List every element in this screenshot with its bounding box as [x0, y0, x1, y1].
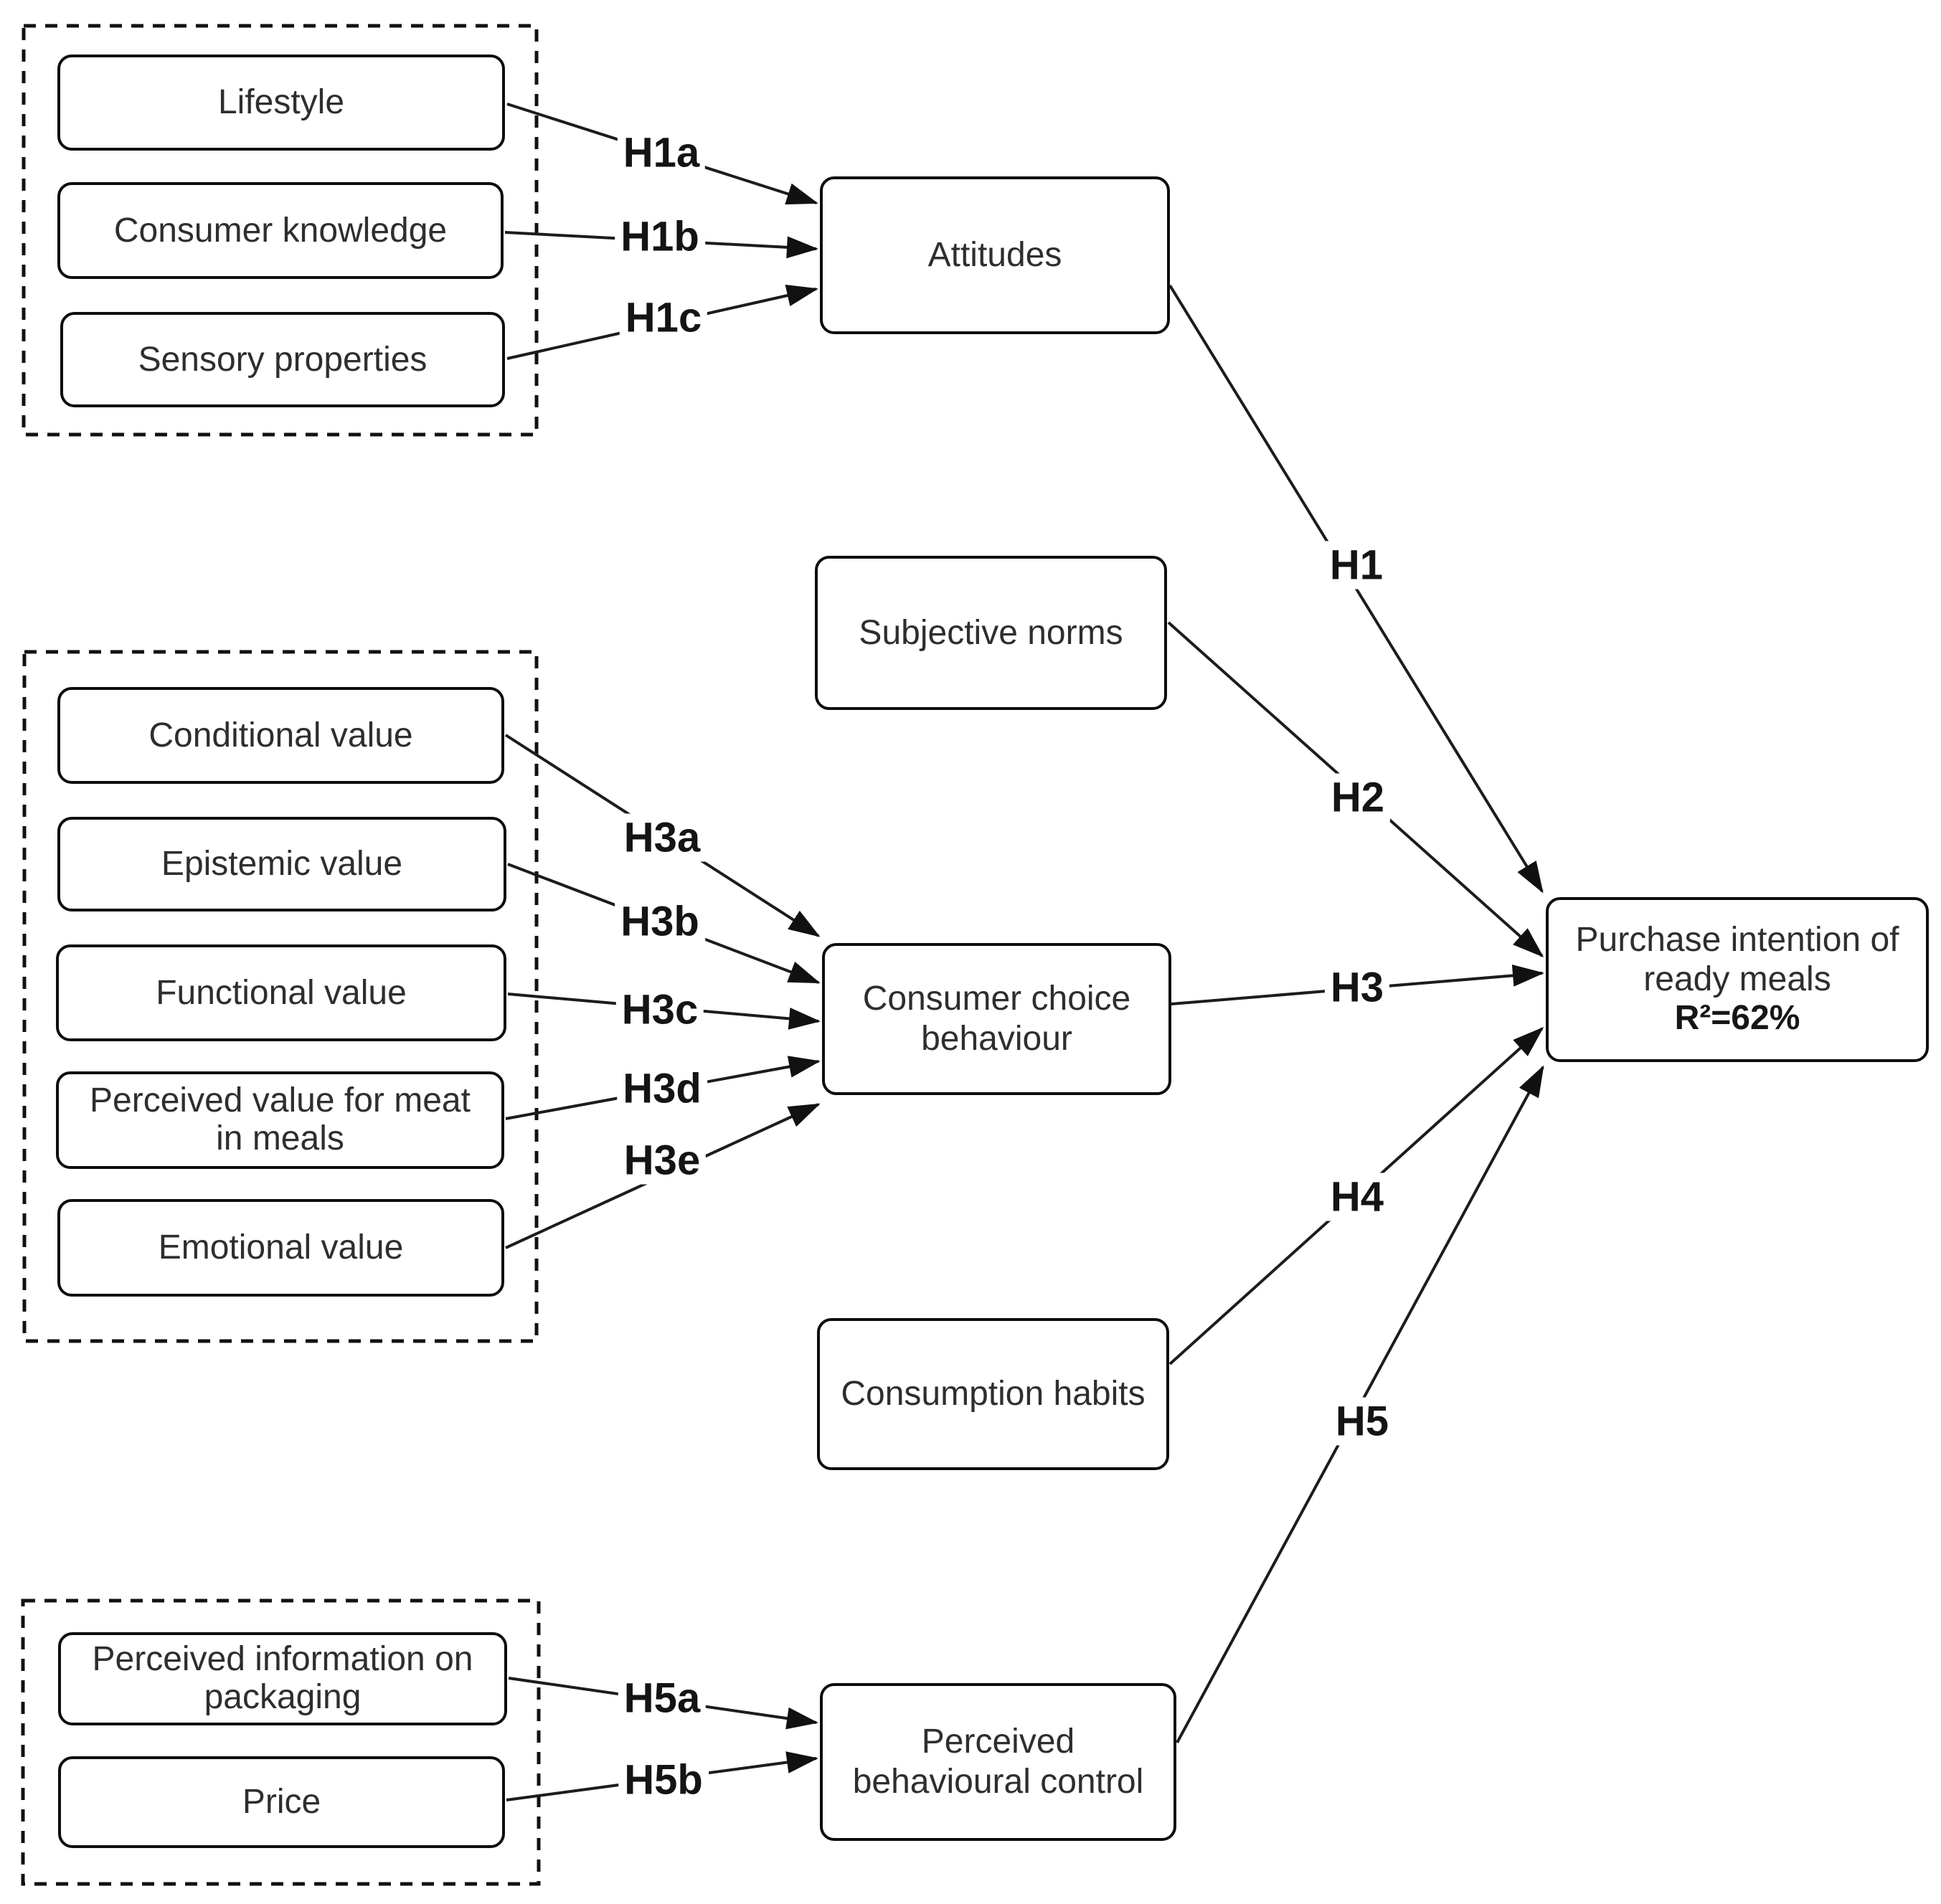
node-label-line2: behaviour: [921, 1020, 1072, 1058]
node-label: Sensory properties: [138, 340, 428, 379]
node-label: Consumption habits: [841, 1375, 1146, 1413]
node-conditional-value: Conditional value: [57, 687, 504, 784]
node-purchase-intention: Purchase intention of ready meals R²=62%: [1546, 897, 1929, 1062]
edge-label-h3c: H3c: [615, 985, 704, 1034]
node-label-line1: Perceived information on: [92, 1640, 473, 1679]
node-label-line1: Perceived: [921, 1723, 1075, 1761]
edge-label-h5b: H5b: [618, 1756, 709, 1804]
node-label: Attitudes: [927, 236, 1062, 275]
node-label-line2: behavioural control: [852, 1763, 1144, 1801]
node-label-line2: in meals: [216, 1119, 344, 1157]
node-functional-value: Functional value: [56, 944, 506, 1041]
edge-label-h5a: H5a: [618, 1674, 707, 1723]
node-label: Consumer knowledge: [113, 211, 448, 250]
node-label: Price: [242, 1783, 321, 1822]
node-label: Conditional value: [148, 716, 413, 754]
node-label: Functional value: [156, 973, 407, 1012]
edge-label-h1a: H1a: [617, 128, 706, 177]
node-price: Price: [58, 1756, 505, 1848]
edge-label-h1b: H1b: [615, 212, 705, 261]
node-lifestyle: Lifestyle: [57, 55, 505, 151]
edge-label-h1: H1: [1323, 541, 1389, 589]
node-consumer-knowledge: Consumer knowledge: [57, 182, 504, 279]
node-label-line1: Consumer choice: [862, 980, 1131, 1018]
node-sensory-properties: Sensory properties: [60, 312, 505, 407]
edge-label-h1c: H1c: [619, 293, 708, 342]
edge-label-h3: H3: [1324, 963, 1390, 1012]
node-label-line2: ready meals: [1643, 960, 1831, 998]
node-label: Subjective norms: [859, 613, 1123, 652]
edge-label-h3d: H3d: [617, 1064, 707, 1113]
node-label: Emotional value: [158, 1228, 404, 1267]
edge-label-h2: H2: [1325, 773, 1391, 822]
node-subjective-norms: Subjective norms: [815, 556, 1167, 710]
node-label-line1: Purchase intention of: [1575, 920, 1899, 959]
edge-label-h3e: H3e: [618, 1136, 707, 1185]
node-attitudes: Attitudes: [820, 176, 1170, 334]
node-consumer-choice-behaviour: Consumer choice behaviour: [822, 943, 1171, 1095]
node-perceived-information-on-packaging: Perceived information on packaging: [58, 1632, 507, 1725]
node-perceived-behavioural-control: Perceived behavioural control: [820, 1683, 1176, 1841]
edge-label-h3b: H3b: [615, 897, 705, 946]
node-label: Lifestyle: [217, 83, 345, 122]
group-control-antecedents: [21, 1598, 541, 1886]
node-consumption-habits: Consumption habits: [817, 1318, 1169, 1470]
node-label-line2: packaging: [204, 1678, 362, 1716]
edge-label-h4: H4: [1324, 1173, 1390, 1221]
node-label-line1: Perceived value for meat: [90, 1081, 471, 1120]
node-emotional-value: Emotional value: [57, 1199, 504, 1297]
edge-label-h3a: H3a: [618, 813, 707, 862]
node-r-squared-value: R²=62%: [1674, 999, 1800, 1038]
group-attitude-antecedents: [22, 24, 539, 437]
node-epistemic-value: Epistemic value: [57, 817, 506, 911]
node-label: Epistemic value: [161, 845, 403, 884]
edge-label-h5: H5: [1329, 1397, 1395, 1446]
node-perceived-value-for-meat: Perceived value for meat in meals: [56, 1071, 504, 1169]
